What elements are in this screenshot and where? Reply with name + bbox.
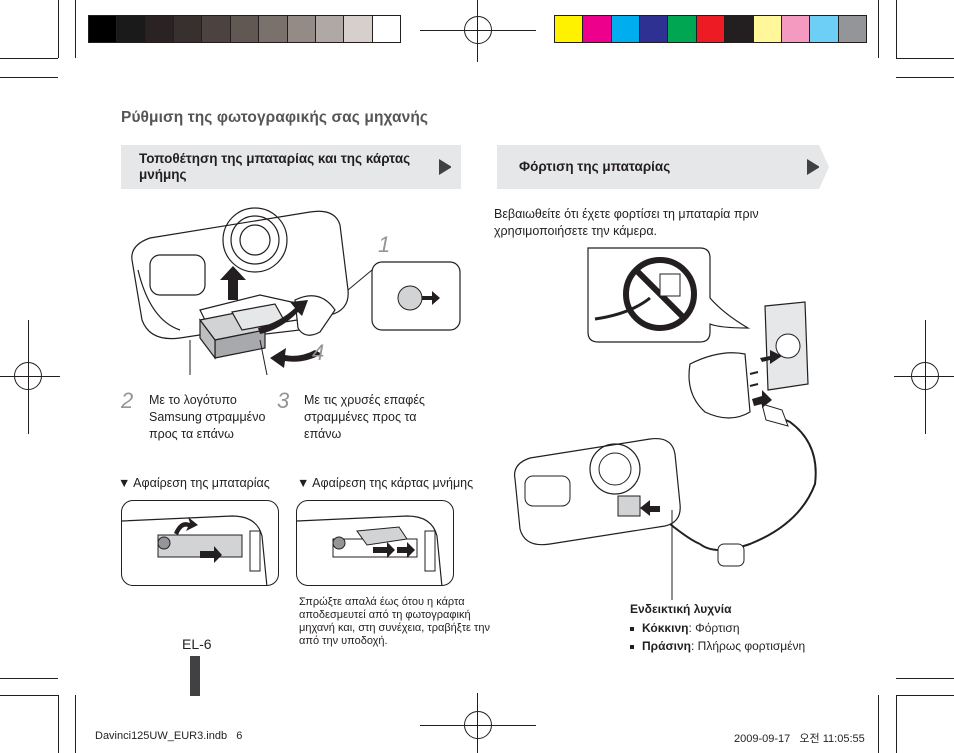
gray-swatch [145, 16, 175, 42]
color-swatch [640, 16, 669, 42]
crop-mark [896, 77, 954, 78]
crop-mark [75, 695, 76, 753]
gray-swatch [287, 16, 316, 42]
footer-timestamp: 2009-09-17 오전 11:05:55 [734, 733, 865, 745]
right-section-band: Φόρτιση της μπαταρίας [497, 145, 820, 189]
crop-mark [896, 58, 954, 59]
gray-swatch [259, 16, 288, 42]
crop-mark [58, 695, 59, 753]
color-swatch [753, 16, 782, 42]
color-swatch [810, 16, 839, 42]
indicator-list: Κόκκινη: Φόρτιση Πράσινη: Πλήρως φορτισμ… [630, 619, 805, 655]
page-number: EL-6 [182, 636, 212, 652]
remove-card-panel [296, 500, 454, 586]
step-2-number: 2 [121, 388, 134, 413]
remove-card-note: Σπρώξτε απαλά έως ότου η κάρτα αποδεσμευ… [299, 596, 490, 647]
crop-mark [477, 693, 478, 753]
crop-mark [58, 0, 59, 58]
footer-filename: Davinci125UW_EUR3.indb 6 [95, 730, 243, 742]
color-swatch [838, 16, 866, 42]
step-4-number: 4 [312, 340, 325, 365]
crop-mark [0, 678, 58, 679]
color-swatch [583, 16, 612, 42]
color-swatch [555, 16, 584, 42]
gray-swatch [230, 16, 260, 42]
crop-mark [420, 725, 536, 726]
remove-battery-panel [121, 500, 279, 586]
crop-mark [75, 0, 76, 58]
gray-swatch [372, 16, 400, 42]
crop-mark [896, 695, 954, 696]
remove-battery-illustration [122, 515, 268, 585]
step-2-text: Με το λογότυπο Samsung στραμμένο προς τα… [149, 393, 266, 441]
band-notch [819, 145, 829, 189]
remove-card-illustration [297, 515, 443, 585]
gray-swatch [344, 16, 373, 42]
charging-illustration [513, 247, 817, 600]
color-swatch [696, 16, 726, 42]
color-swatch [781, 16, 811, 42]
crop-mark [896, 695, 897, 753]
crop-mark [896, 678, 954, 679]
step-1-number: 1 [378, 232, 391, 257]
crop-mark [925, 320, 926, 434]
crop-mark [894, 376, 954, 377]
crop-mark [28, 320, 29, 434]
indicator-item-red: Κόκκινη: Φόρτιση [630, 619, 805, 637]
crop-mark [0, 376, 60, 377]
crop-mark [477, 0, 478, 62]
left-band-title: Τοποθέτηση της μπαταρίας και της κάρτας … [139, 151, 411, 182]
step-3-text: Με τις χρυσές επαφές στραμμένες προς τα … [304, 393, 425, 441]
crop-mark [420, 30, 536, 31]
indicator-title: Ενδεικτική λυχνία [630, 602, 732, 616]
gray-swatch [174, 16, 203, 42]
crop-mark [896, 0, 897, 58]
left-section-band: Τοποθέτηση της μπαταρίας και της κάρτας … [121, 145, 461, 189]
indicator-item-green: Πράσινη: Πλήρως φορτισμένη [630, 637, 805, 655]
charging-intro-text: Βεβαιωθείτε ότι έχετε φορτίσει τη μπαταρ… [494, 207, 759, 238]
gray-swatch [202, 16, 231, 42]
color-swatch [668, 16, 697, 42]
color-swatch [725, 16, 754, 42]
right-band-title: Φόρτιση της μπαταρίας [519, 159, 671, 174]
crop-mark [0, 77, 58, 78]
remove-card-label: ▼ Αφαίρεση της κάρτας μνήμης [297, 476, 474, 490]
gray-swatch [315, 16, 345, 42]
color-registration-bar [554, 15, 867, 43]
page-tab-marker [190, 656, 200, 696]
section-title: Ρύθμιση της φωτογραφικής σας μηχανής [121, 109, 429, 126]
band-notch [451, 145, 461, 189]
gray-swatch [117, 16, 146, 42]
crop-mark [0, 695, 58, 696]
crop-mark [878, 0, 879, 58]
crop-mark [0, 58, 58, 59]
crop-mark [878, 695, 879, 753]
battery-insertion-illustration [131, 207, 461, 375]
play-arrow-icon [807, 159, 820, 175]
grayscale-registration-bar [88, 15, 401, 43]
gray-swatch [89, 16, 118, 42]
step-3-number: 3 [277, 388, 290, 413]
play-arrow-icon [439, 159, 452, 175]
color-swatch [611, 16, 641, 42]
remove-battery-label: ▼ Αφαίρεση της μπαταρίας [118, 476, 270, 490]
